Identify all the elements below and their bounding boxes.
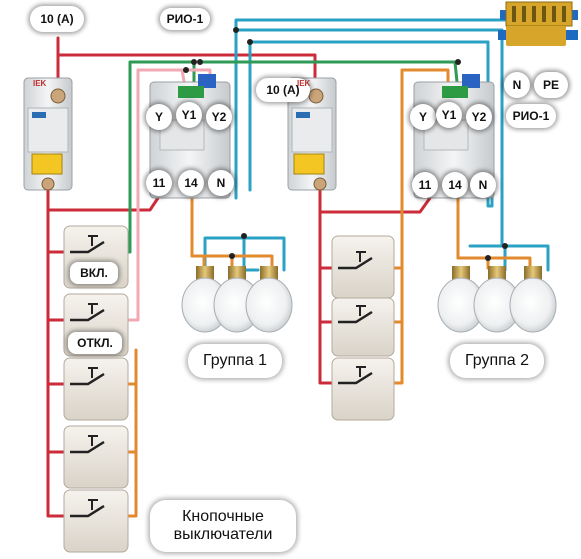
relay-1-terminal-14: 14 [178, 170, 204, 196]
breaker-1-rating: 10 (A) [30, 6, 84, 32]
neutral-wire [242, 234, 260, 272]
switch-push-2 [63, 425, 129, 489]
bulbs-group-1 [181, 266, 293, 333]
switch-push-r1 [331, 235, 395, 299]
control-wire [400, 68, 450, 270]
phase-wire [318, 186, 432, 214]
phase-wire [318, 320, 338, 385]
push-buttons-caption-line2: выключатели [173, 526, 273, 543]
group-1-label: Группа 1 [188, 344, 282, 378]
busbar-n-label: N [504, 72, 530, 98]
busbar-pe-label: PE [534, 72, 568, 98]
switch-push-3 [63, 489, 129, 553]
breaker-2-brand: IEK [297, 79, 311, 88]
relay-1-terminal-y2: Y2 [206, 104, 232, 130]
neutral-wire [468, 244, 550, 272]
bulb-icon [245, 266, 293, 333]
push-button-switches-right [331, 235, 395, 421]
bulbs-group-2 [437, 266, 557, 333]
relay-2-terminal-n: N [470, 172, 496, 198]
push-buttons-caption-line1: Кнопочные [182, 508, 264, 525]
switch-off-label: ОТКЛ. [68, 332, 122, 354]
relay-1-terminal-y: Y [146, 104, 172, 130]
bulb-icon [437, 266, 485, 333]
relay-2-terminal-11: 11 [412, 172, 438, 198]
breaker-1-brand: IEK [33, 79, 47, 88]
relay-1-terminal-n: N [208, 170, 234, 196]
bulb-icon [509, 266, 557, 333]
relay-1-terminal-11: 11 [146, 170, 172, 196]
relay-2-terminal-y2: Y2 [466, 104, 492, 130]
busbar [498, 1, 578, 46]
relay-1-name: РИО-1 [160, 8, 210, 30]
switch-on-label: ВКЛ. [70, 262, 118, 284]
bulb-icon [473, 266, 521, 333]
relay-2-name: РИО-1 [506, 104, 556, 128]
push-buttons-caption: Кнопочные выключатели [150, 500, 296, 552]
breaker-2-rating: 10 (A) [256, 78, 310, 102]
relay-2-terminal-y: Y [410, 104, 436, 130]
relay-2-terminal-y1: Y1 [436, 102, 462, 128]
relay-2-terminal-14: 14 [442, 172, 468, 198]
circuit-breaker-1 [23, 77, 73, 191]
switch-push-r2 [331, 297, 395, 357]
switch-push-r3 [331, 357, 395, 421]
circuit-breaker-2 [287, 77, 337, 191]
phase-wire [46, 450, 70, 518]
switched-wire [230, 254, 274, 270]
phase-wire [46, 186, 162, 212]
switch-push-1 [63, 357, 129, 421]
group-2-label: Группа 2 [450, 344, 544, 378]
switched-wire [456, 256, 532, 270]
relay-1-terminal-y1: Y1 [176, 102, 202, 128]
